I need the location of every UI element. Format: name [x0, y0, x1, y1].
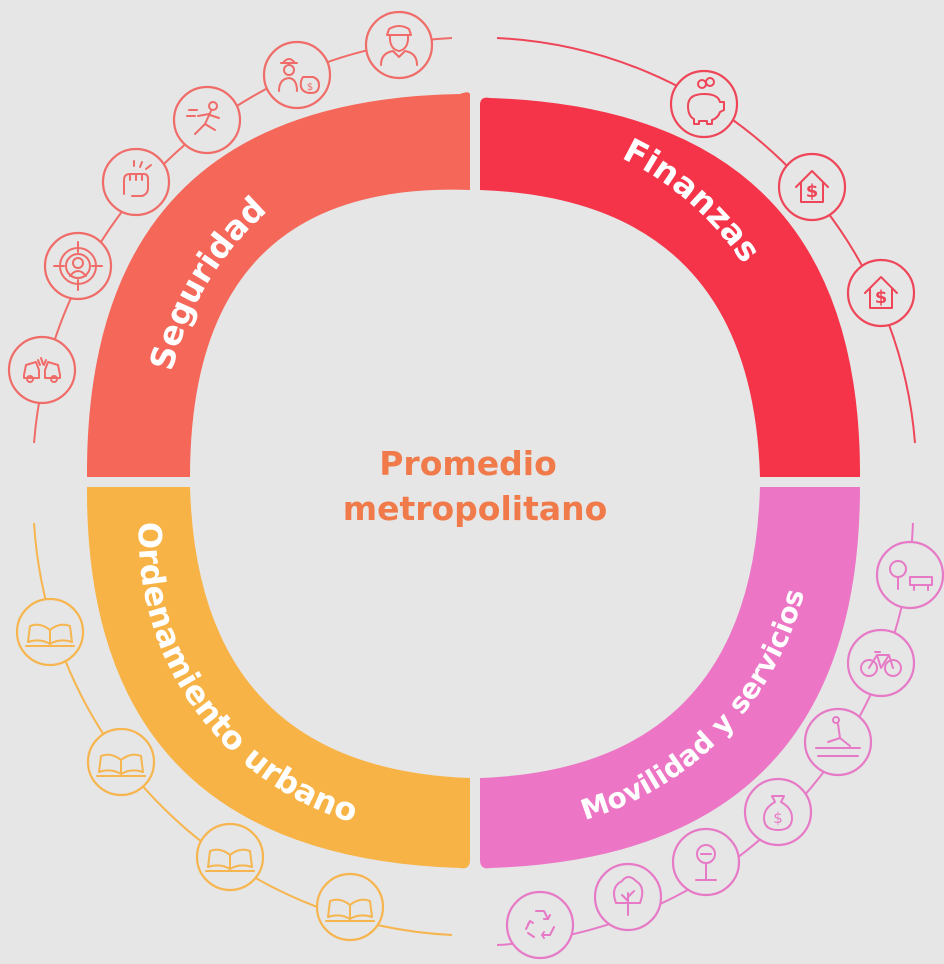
target-person-icon[interactable] — [43, 231, 113, 301]
running-thief-icon[interactable] — [172, 85, 242, 155]
park-bench-icon[interactable] — [875, 540, 944, 610]
pedestrian-crossing-icon[interactable] — [803, 707, 873, 777]
open-book-icon[interactable] — [15, 597, 85, 667]
open-book-icon[interactable] — [86, 727, 156, 797]
robber-money-bag-icon[interactable]: $ — [262, 40, 332, 110]
bicycle-icon[interactable] — [846, 628, 916, 698]
money-bag-icon[interactable]: $ — [743, 777, 813, 847]
ordenamiento-segment[interactable] — [87, 487, 470, 869]
open-book-icon[interactable] — [195, 822, 265, 892]
finanzas-segment[interactable] — [480, 97, 860, 478]
center-title-line-1: Promedio — [379, 444, 557, 483]
svg-text:$: $ — [307, 82, 313, 93]
police-officer-icon[interactable] — [364, 10, 434, 80]
car-crash-icon[interactable] — [7, 335, 77, 405]
svg-text:$: $ — [806, 181, 819, 202]
open-book-icon[interactable] — [315, 872, 385, 942]
movilidad-segment[interactable] — [480, 487, 860, 869]
recycle-icon[interactable] — [505, 890, 575, 960]
fist-punch-icon[interactable] — [101, 147, 171, 217]
svg-text:$: $ — [875, 287, 888, 308]
seguridad-segment[interactable] — [87, 92, 470, 477]
center-title-line-2: metropolitano — [343, 489, 608, 528]
finanzas-outer-arc — [496, 37, 916, 444]
street-sign-icon[interactable] — [671, 827, 741, 897]
movilidad-icons: $ — [505, 540, 944, 960]
tree-icon[interactable] — [593, 862, 663, 932]
house-dollar-icon[interactable]: $ — [777, 152, 847, 222]
seguridad-icons: $ — [7, 10, 434, 405]
ordenamiento-icons — [15, 597, 385, 942]
piggy-bank-icon[interactable] — [669, 69, 739, 139]
svg-text:$: $ — [773, 809, 783, 827]
house-dollar-icon[interactable]: $ — [846, 258, 916, 328]
finanzas-icons: $ $ — [669, 69, 916, 328]
ring-segments — [87, 92, 860, 869]
